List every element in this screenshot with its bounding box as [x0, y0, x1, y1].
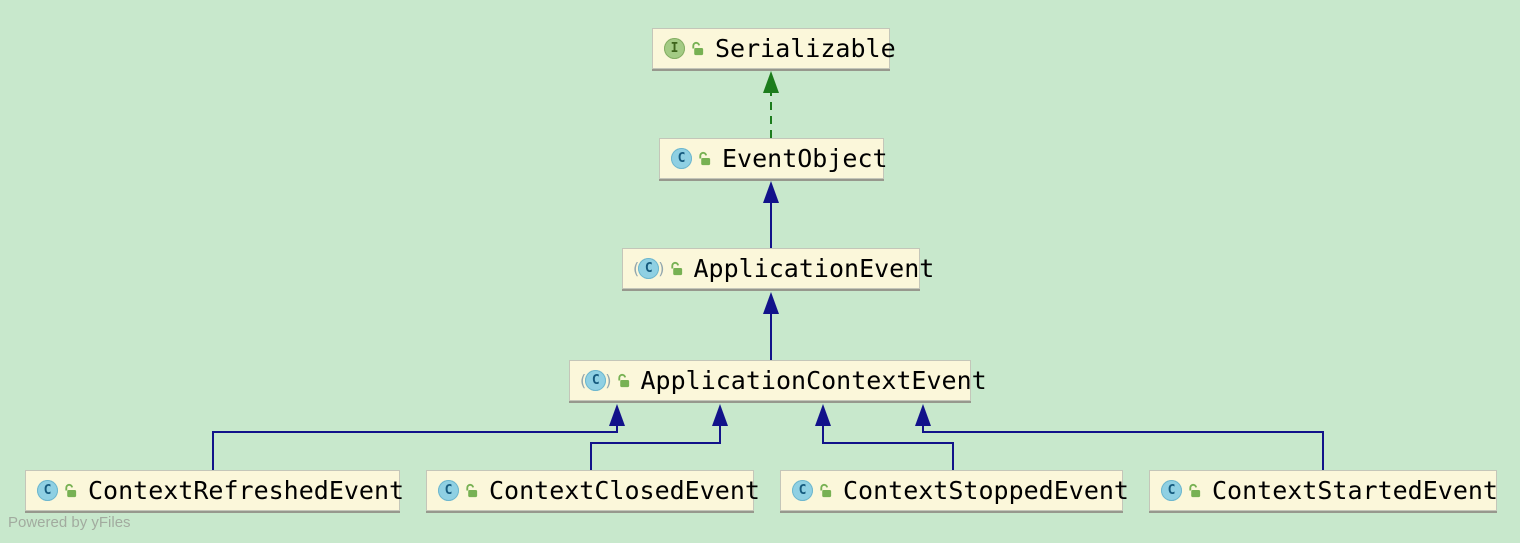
edge-contextstartedevent-extends-applicationcontextevent[interactable]: [915, 404, 1324, 470]
class-node-contextclosedevent[interactable]: C ContextClosedEvent: [426, 470, 760, 511]
class-name-label: ApplicationContextEvent: [640, 366, 987, 395]
class-name-label: ApplicationEvent: [693, 254, 935, 283]
class-name-label: EventObject: [722, 144, 888, 173]
class-icon: C: [671, 148, 692, 169]
unlocked-icon: [1187, 483, 1202, 498]
class-icon: C: [37, 480, 58, 501]
unlocked-icon: [697, 151, 712, 166]
edge-applicationcontextevent-extends-applicationevent[interactable]: [763, 292, 779, 360]
class-node-contextstoppedevent[interactable]: C ContextStoppedEvent: [780, 470, 1129, 511]
class-icon: C: [438, 480, 459, 501]
abstract-class-icon: (C): [633, 258, 665, 279]
yfiles-watermark: Powered by yFiles: [8, 514, 131, 531]
class-node-eventobject[interactable]: C EventObject: [659, 138, 888, 179]
class-icon: C: [792, 480, 813, 501]
unlocked-icon: [464, 483, 479, 498]
class-icon: C: [1161, 480, 1182, 501]
class-node-contextstartedevent[interactable]: C ContextStartedEvent: [1149, 470, 1498, 511]
class-name-label: ContextStartedEvent: [1212, 476, 1498, 505]
edge-applicationevent-extends-eventobject[interactable]: [763, 181, 779, 248]
unlocked-icon: [818, 483, 833, 498]
class-name-label: ContextClosedEvent: [489, 476, 760, 505]
class-name-label: ContextStoppedEvent: [843, 476, 1129, 505]
class-name-label: ContextRefreshedEvent: [88, 476, 405, 505]
unlocked-icon: [616, 373, 631, 388]
unlocked-icon: [669, 261, 684, 276]
unlocked-icon: [63, 483, 78, 498]
edge-contextrefreshedevent-extends-applicationcontextevent[interactable]: [212, 404, 625, 470]
edge-contextclosedevent-extends-applicationcontextevent[interactable]: [590, 404, 728, 470]
interface-icon: I: [664, 38, 685, 59]
class-node-applicationevent[interactable]: (C) ApplicationEvent: [622, 248, 934, 289]
edge-eventobject-implements-serializable[interactable]: [763, 71, 779, 138]
abstract-class-icon: (C): [580, 370, 612, 391]
class-name-label: Serializable: [715, 34, 896, 63]
class-node-applicationcontextevent[interactable]: (C) ApplicationContextEvent: [569, 360, 987, 401]
unlocked-icon: [690, 41, 705, 56]
edge-contextstoppedevent-extends-applicationcontextevent[interactable]: [815, 404, 954, 470]
class-node-contextrefreshedevent[interactable]: C ContextRefreshedEvent: [25, 470, 404, 511]
class-node-serializable[interactable]: I Serializable: [652, 28, 896, 69]
